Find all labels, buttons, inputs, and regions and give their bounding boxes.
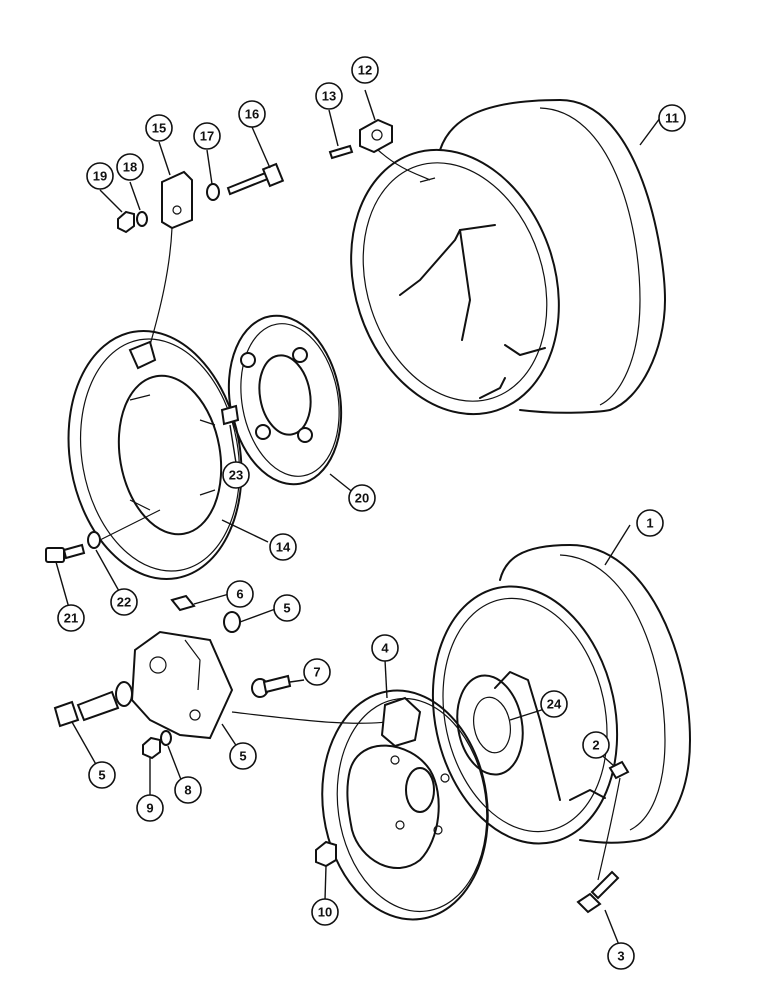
svg-text:4: 4	[381, 641, 389, 656]
svg-text:14: 14	[276, 540, 291, 555]
svg-text:7: 7	[313, 665, 320, 680]
callout-6: 6	[226, 580, 254, 608]
svg-text:18: 18	[123, 160, 137, 175]
svg-text:12: 12	[358, 63, 372, 78]
clamp-bracket-part	[161, 170, 193, 230]
hub-clamp-part	[130, 630, 234, 740]
callout-3: 3	[607, 942, 635, 970]
svg-text:13: 13	[322, 89, 336, 104]
svg-text:21: 21	[64, 611, 78, 626]
callout-21: 21	[57, 604, 85, 632]
svg-text:3: 3	[617, 949, 624, 964]
nut-9-part	[142, 736, 161, 760]
mounting-plate-part	[456, 674, 524, 776]
wedge-part	[170, 594, 196, 612]
nut-10-part	[315, 840, 337, 868]
svg-text:11: 11	[665, 111, 679, 126]
callout-22: 22	[110, 588, 138, 616]
callout-7: 7	[303, 658, 331, 686]
washer-part	[136, 183, 220, 227]
callout-20: 20	[348, 484, 376, 512]
bolt-part	[226, 162, 285, 196]
washer-8-part	[160, 730, 172, 746]
rim-lower-part	[431, 544, 691, 845]
callout-8: 8	[174, 776, 202, 804]
circlip-part	[223, 611, 241, 633]
svg-text:24: 24	[547, 697, 562, 712]
svg-text:5: 5	[239, 749, 246, 764]
svg-text:22: 22	[117, 595, 131, 610]
callout-24: 24	[540, 690, 568, 718]
stud-part	[328, 144, 354, 160]
callout-5-hub-clamp: 5	[229, 742, 257, 770]
svg-text:9: 9	[146, 801, 153, 816]
callout-16: 16	[238, 100, 266, 128]
callout-15: 15	[145, 114, 173, 142]
callout-5-stub-axle: 5	[88, 761, 116, 789]
svg-text:16: 16	[245, 107, 259, 122]
callout-23: 23	[222, 461, 250, 489]
ring-bolt-part	[45, 531, 101, 563]
svg-text:23: 23	[229, 468, 243, 483]
stub-axle-part	[53, 681, 133, 728]
bolt-3-part	[576, 870, 620, 914]
svg-text:5: 5	[98, 768, 105, 783]
callout-17: 17	[193, 122, 221, 150]
svg-text:8: 8	[184, 783, 191, 798]
callout-10: 10	[311, 898, 339, 926]
clamp-block-part	[359, 118, 393, 154]
bolt-7-part	[251, 674, 292, 698]
svg-text:5: 5	[283, 601, 290, 616]
nut-part	[117, 210, 135, 234]
callout-2: 2	[582, 731, 610, 759]
clamp-ring-part	[67, 330, 243, 580]
callout-12: 12	[351, 56, 379, 84]
callout-19: 19	[86, 162, 114, 190]
callout-leaders	[55, 89, 661, 951]
wheel-centre-part	[321, 689, 489, 921]
callout-18: 18	[116, 153, 144, 181]
svg-text:17: 17	[200, 129, 214, 144]
svg-text:15: 15	[152, 121, 166, 136]
callout-13: 13	[315, 82, 343, 110]
svg-text:20: 20	[355, 491, 369, 506]
svg-text:10: 10	[318, 905, 332, 920]
callout-9: 9	[136, 794, 164, 822]
callout-11: 11	[658, 104, 686, 132]
rim-upper-part	[350, 99, 666, 416]
callout-1: 1	[636, 509, 664, 537]
svg-text:19: 19	[93, 169, 107, 184]
spacer-part	[220, 404, 240, 426]
callout-5-circlip: 5	[273, 594, 301, 622]
svg-text:6: 6	[236, 587, 243, 602]
callout-4: 4	[371, 634, 399, 662]
svg-text:2: 2	[592, 738, 599, 753]
svg-text:1: 1	[646, 516, 653, 531]
callout-14: 14	[269, 533, 297, 561]
